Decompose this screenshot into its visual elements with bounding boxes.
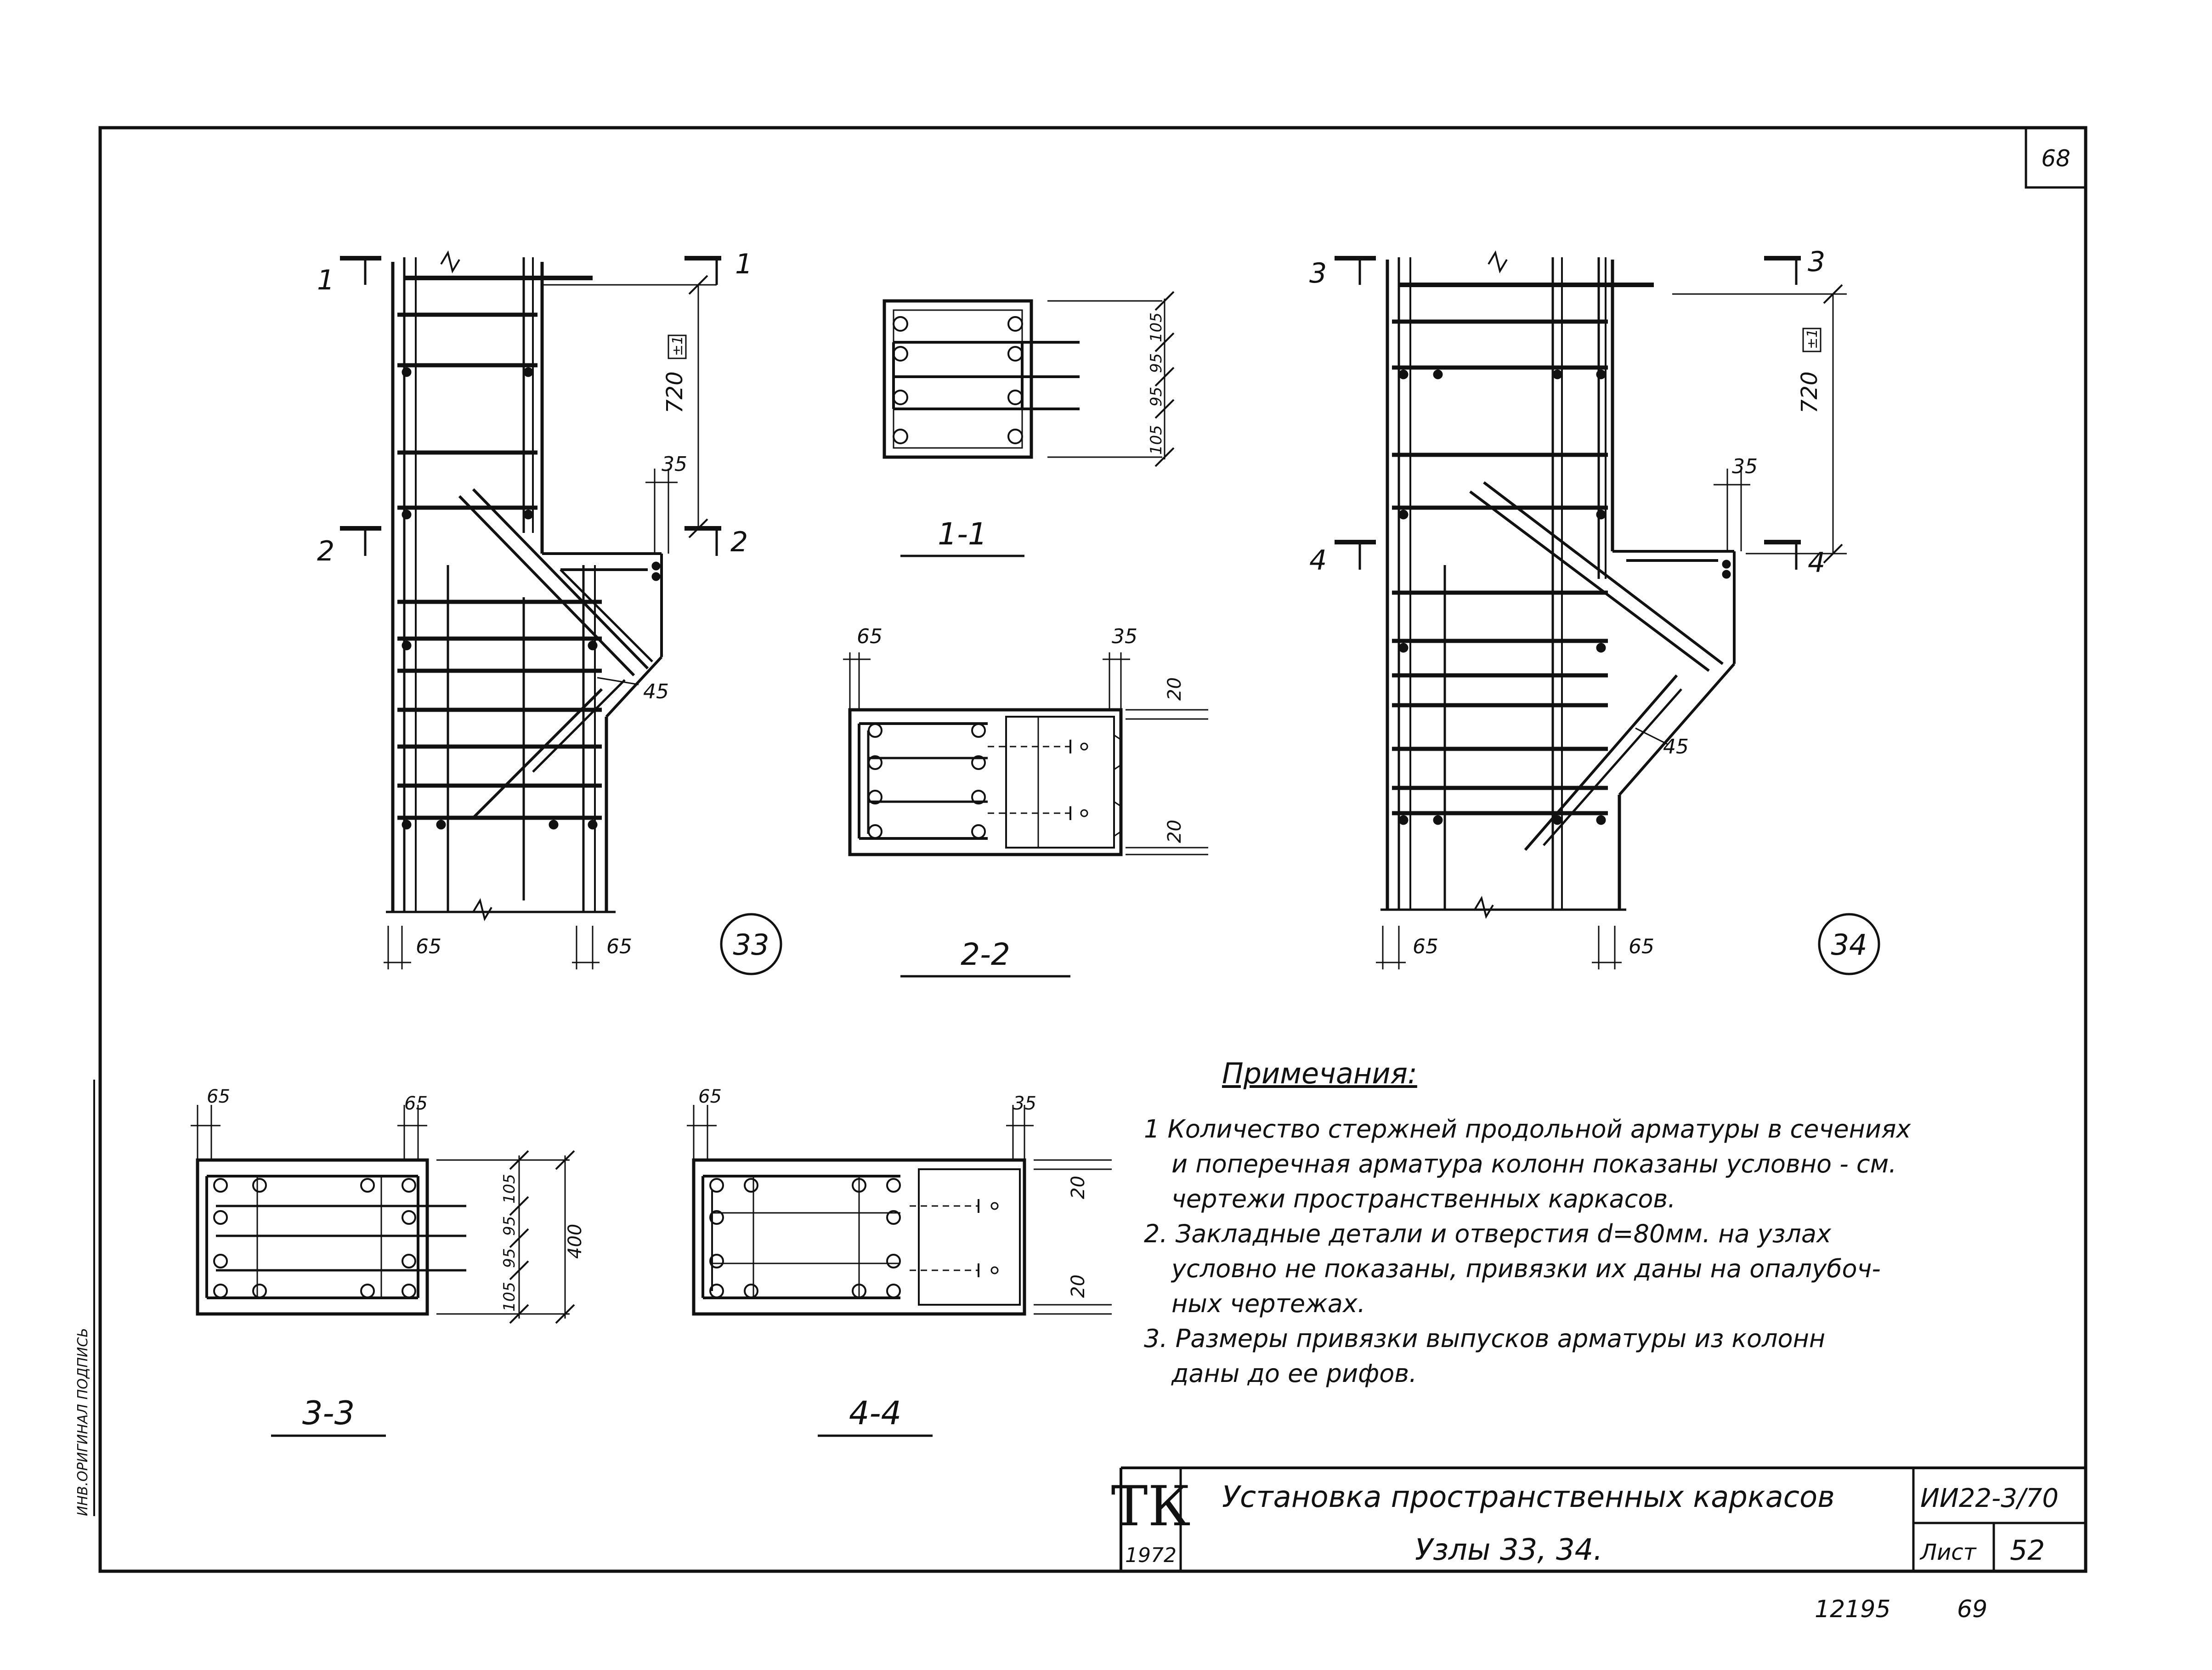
notes-title: Примечания: — [1222, 1057, 1417, 1090]
section-4-4-title: 4-4 — [849, 1394, 901, 1432]
title-sheet-number: 52 — [2010, 1534, 2045, 1567]
dim-65-s44: 65 — [698, 1086, 722, 1107]
node-34-badge — [1818, 913, 1880, 975]
node-33-label: 33 — [733, 928, 769, 962]
node-33-badge — [720, 913, 782, 975]
dim-35-s22: 35 — [1112, 625, 1137, 648]
section-1-1 — [883, 291, 1175, 557]
dim-65-node34-left: 65 — [1413, 935, 1438, 958]
dim-720-node33: 720 — [662, 371, 688, 413]
node-33-elevation — [340, 250, 721, 969]
cut-mark-3-left: 3 — [1309, 257, 1327, 289]
node-34-elevation — [1335, 250, 1847, 969]
cut-mark-4-left: 4 — [1309, 544, 1327, 577]
dim-20-s22-bottom: 20 — [1164, 820, 1185, 843]
dim-65-s22: 65 — [857, 625, 883, 648]
dim-35-node33: 35 — [662, 453, 687, 476]
dim-pm1-node34: ±1 — [1805, 329, 1821, 349]
section-3-3-title: 3-3 — [302, 1394, 355, 1432]
footer-right-number: 69 — [1957, 1596, 1987, 1623]
dim-400-s33: 400 — [565, 1224, 586, 1259]
dim-65-s33-right: 65 — [404, 1093, 428, 1114]
dim-45-node33: 45 — [643, 680, 669, 703]
dim-65-node33-left: 65 — [416, 935, 441, 958]
cut-mark-1-left: 1 — [317, 264, 334, 296]
dim-95-s11-a: 95 — [1147, 353, 1165, 373]
cut-mark-2-right: 2 — [730, 526, 748, 558]
note-line: 3. Размеры привязки выпусков арматуры из… — [1144, 1324, 1826, 1353]
dim-105-s11-bottom: 105 — [1147, 425, 1165, 455]
notes-list: 1 Количество стержней продольной арматур… — [1144, 1112, 2072, 1391]
dim-20-s44-top: 20 — [1068, 1176, 1089, 1199]
dim-105-s11-top: 105 — [1147, 312, 1165, 342]
note-line: 2. Закладные детали и отверстия d=80мм. … — [1144, 1219, 1831, 1248]
dim-35-node34: 35 — [1732, 455, 1758, 478]
node-34-label: 34 — [1831, 928, 1867, 962]
dim-65-s33-left: 65 — [207, 1086, 230, 1107]
sheet-frame — [98, 126, 2088, 1573]
dim-pm1-node33: ±1 — [670, 336, 686, 356]
dim-45-node34: 45 — [1663, 735, 1689, 759]
footer-left-number: 12195 — [1815, 1596, 1890, 1623]
section-2-2 — [843, 652, 1208, 978]
title-line2: Узлы 33, 34. — [1415, 1533, 1603, 1567]
dim-20-s44-bottom: 20 — [1068, 1274, 1089, 1298]
title-code: ИИ22-3/70 — [1920, 1483, 2059, 1513]
title-line1: Установка пространственных каркасов — [1222, 1480, 1835, 1514]
dim-65-node33-right: 65 — [606, 935, 632, 958]
dim-105-s33-bottom: 105 — [500, 1282, 519, 1312]
cut-mark-3-right: 3 — [1808, 246, 1825, 278]
note-line: условно не показаны, привязки их даны на… — [1171, 1254, 1881, 1283]
dim-65-node34-right: 65 — [1629, 935, 1654, 958]
dim-35-s44: 35 — [1013, 1093, 1036, 1114]
margin-stamp: ИНВ.ОРИГИНАЛ ПОДПИСЬ — [75, 1328, 91, 1516]
dim-95-s11-b: 95 — [1147, 387, 1165, 407]
note-line: и поперечная арматура колонн показаны ус… — [1171, 1149, 1897, 1178]
dim-720-node34: 720 — [1797, 371, 1822, 413]
section-3-3 — [191, 1105, 575, 1437]
title-year: 1972 — [1125, 1544, 1177, 1567]
note-line: даны до ее рифов. — [1171, 1359, 1417, 1388]
dim-95-s33-b: 95 — [500, 1248, 519, 1268]
dim-20-s22-top: 20 — [1164, 677, 1185, 701]
title-sheet-label: Лист — [1919, 1540, 1977, 1565]
note-line: ных чертежах. — [1171, 1289, 1366, 1318]
note-line: чертежи пространственных каркасов. — [1171, 1184, 1676, 1213]
section-4-4 — [687, 1105, 1112, 1437]
section-2-2-title: 2-2 — [961, 937, 1010, 972]
page-number: 68 — [2041, 145, 2071, 172]
cut-mark-4-right: 4 — [1808, 547, 1825, 579]
dim-105-s33-top: 105 — [500, 1174, 519, 1204]
cut-mark-2-left: 2 — [317, 535, 334, 567]
title-block — [1120, 1466, 2086, 1571]
section-1-1-title: 1-1 — [938, 516, 987, 552]
page-number-box — [2025, 126, 2087, 189]
title-logo: ТК — [1111, 1475, 1191, 1539]
note-line: 1 Количество стержней продольной арматур… — [1144, 1115, 1911, 1144]
cut-mark-1-right: 1 — [735, 248, 752, 280]
dim-95-s33-a: 95 — [500, 1216, 519, 1236]
